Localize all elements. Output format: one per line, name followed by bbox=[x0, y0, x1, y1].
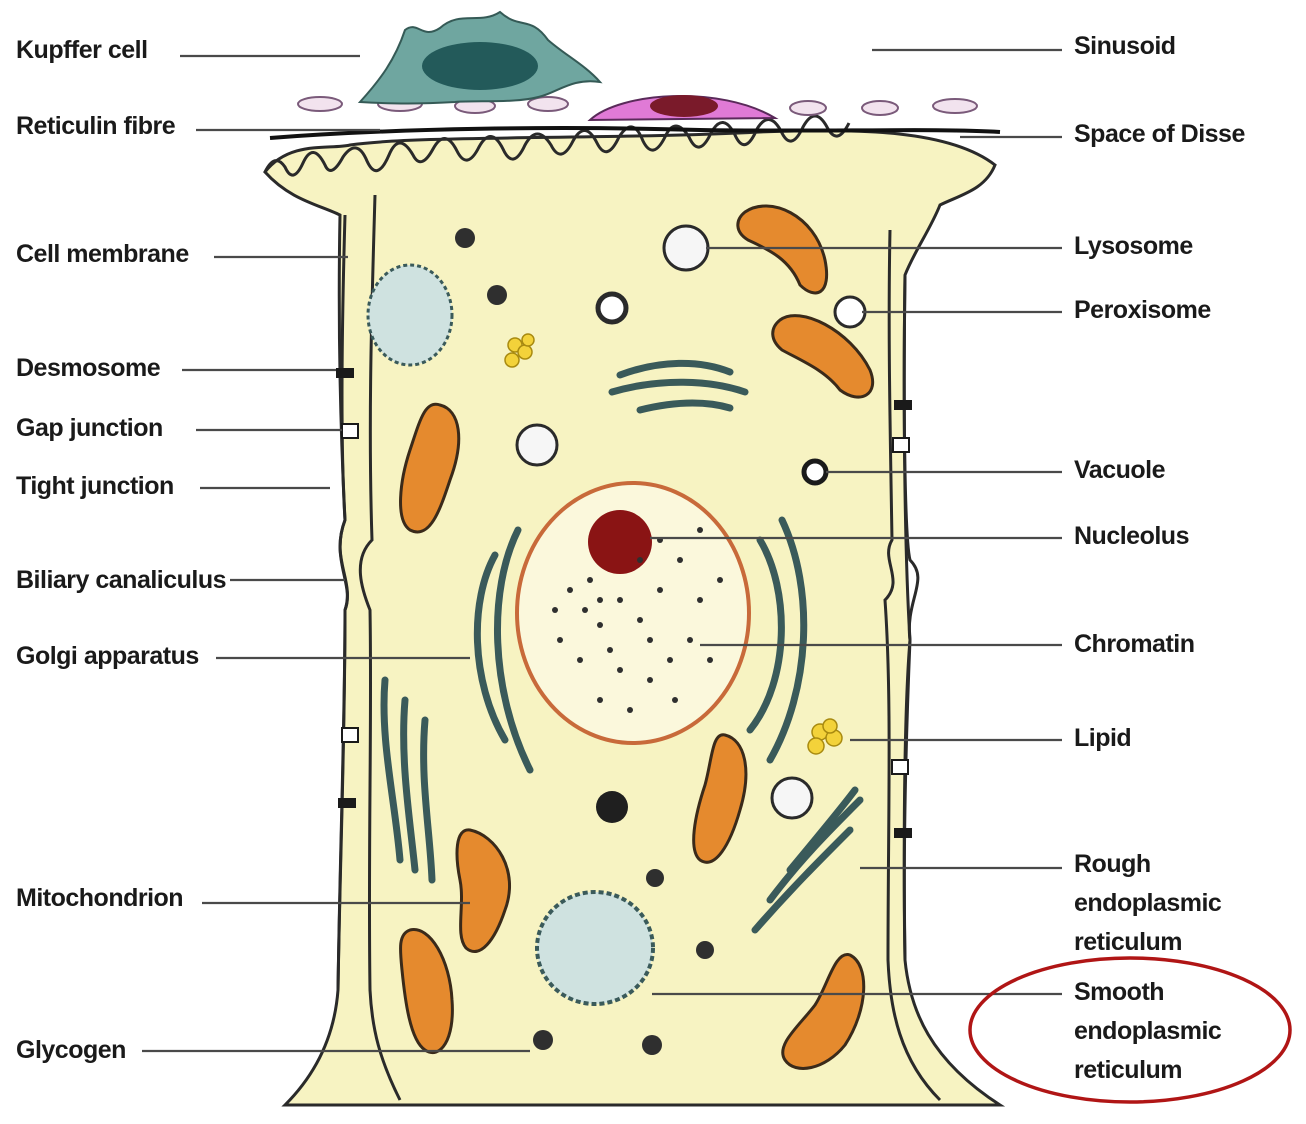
label-lysosome: Lysosome bbox=[1074, 232, 1193, 260]
label-smooth-er-line1: Smooth bbox=[1074, 978, 1164, 1006]
label-vacuole: Vacuole bbox=[1074, 456, 1166, 484]
label-chromatin: Chromatin bbox=[1074, 630, 1195, 658]
label-gap-junction: Gap junction bbox=[16, 414, 163, 442]
peroxisome-shape bbox=[835, 297, 865, 327]
label-rough-er-line2: endoplasmic bbox=[1074, 889, 1222, 917]
label-rough-er-line1: Rough bbox=[1074, 850, 1151, 878]
vacuole-shape bbox=[804, 461, 826, 483]
smooth-er-cluster bbox=[537, 892, 653, 1004]
label-smooth-er-line3: reticulum bbox=[1074, 1056, 1182, 1084]
label-mitochondrion: Mitochondrion bbox=[16, 884, 183, 912]
label-golgi-apparatus: Golgi apparatus bbox=[16, 642, 199, 670]
lysosome-shape bbox=[664, 226, 708, 270]
labels-right: Sinusoid Space of Disse Lysosome Peroxis… bbox=[1074, 32, 1245, 1084]
label-glycogen: Glycogen bbox=[16, 1036, 126, 1064]
label-tight-junction: Tight junction bbox=[16, 472, 174, 500]
label-smooth-er-line2: endoplasmic bbox=[1074, 1017, 1222, 1045]
label-rough-er-line3: reticulum bbox=[1074, 928, 1182, 956]
label-kupffer-cell: Kupffer cell bbox=[16, 36, 148, 64]
label-desmosome: Desmosome bbox=[16, 354, 161, 382]
nucleus bbox=[517, 483, 749, 743]
kupffer-cell bbox=[360, 12, 600, 104]
label-nucleolus: Nucleolus bbox=[1074, 522, 1189, 550]
labels-left: Kupffer cell Reticulin fibre Cell membra… bbox=[16, 36, 226, 1064]
nucleolus-shape bbox=[588, 510, 652, 574]
label-lipid: Lipid bbox=[1074, 724, 1131, 752]
label-peroxisome: Peroxisome bbox=[1074, 296, 1211, 324]
label-space-of-disse: Space of Disse bbox=[1074, 120, 1245, 148]
label-cell-membrane: Cell membrane bbox=[16, 240, 189, 268]
label-sinusoid: Sinusoid bbox=[1074, 32, 1176, 60]
label-reticulin-fibre: Reticulin fibre bbox=[16, 112, 176, 140]
label-biliary-canaliculus: Biliary canaliculus bbox=[16, 566, 226, 594]
